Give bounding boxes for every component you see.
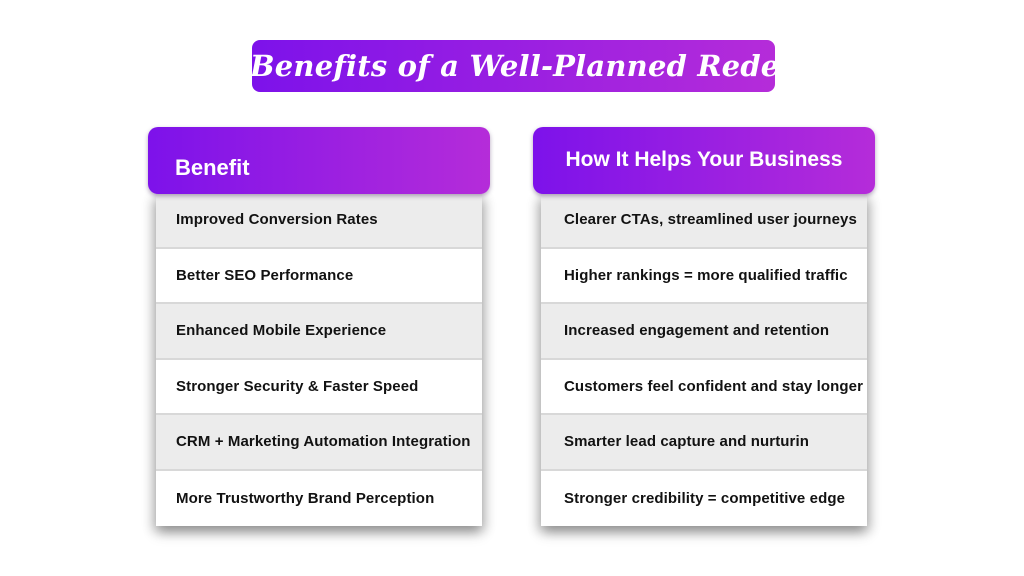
- row-label: Stronger Security & Faster Speed: [176, 377, 419, 395]
- title-banner: The Benefits of a Well-Planned Redesign: [178, 40, 849, 92]
- table-row: Customers feel confident and stay longer: [541, 359, 867, 415]
- table-row: More Trustworthy Brand Perception: [156, 470, 482, 526]
- table-row: Enhanced Mobile Experience: [156, 304, 482, 360]
- business-help-table: How It Helps Your Business Clearer CTAs,…: [533, 127, 875, 526]
- row-label: CRM + Marketing Automation Integration: [176, 433, 471, 451]
- row-label: More Trustworthy Brand Perception: [176, 489, 435, 507]
- row-label: Higher rankings = more qualified traffic: [564, 266, 848, 284]
- business-help-table-body: Clearer CTAs, streamlined user journeys …: [541, 193, 867, 526]
- benefit-table-body: Improved Conversion Rates Better SEO Per…: [156, 193, 482, 526]
- table-row: Smarter lead capture and nurturin: [541, 415, 867, 471]
- row-label: Improved Conversion Rates: [176, 211, 378, 229]
- business-help-table-header: How It Helps Your Business: [533, 127, 875, 194]
- table-row: Higher rankings = more qualified traffic: [541, 248, 867, 304]
- table-row: Stronger credibility = competitive edge: [541, 470, 867, 526]
- row-label: Smarter lead capture and nurturin: [564, 433, 810, 451]
- row-label: Customers feel confident and stay longer: [564, 377, 864, 395]
- business-help-header-label: How It Helps Your Business: [565, 147, 843, 171]
- table-row: Clearer CTAs, streamlined user journeys: [541, 193, 867, 249]
- table-row: Stronger Security & Faster Speed: [156, 359, 482, 415]
- table-row: Improved Conversion Rates: [156, 193, 482, 249]
- page-title: The Benefits of a Well-Planned Redesign: [178, 49, 849, 83]
- table-row: CRM + Marketing Automation Integration: [156, 415, 482, 471]
- benefit-table: Benefit Improved Conversion Rates Better…: [148, 127, 490, 526]
- row-label: Better SEO Performance: [176, 266, 354, 284]
- benefit-table-header: Benefit: [148, 127, 490, 194]
- benefit-header-label: Benefit: [175, 155, 250, 180]
- row-label: Clearer CTAs, streamlined user journeys: [564, 211, 857, 229]
- row-label: Stronger credibility = competitive edge: [564, 489, 846, 507]
- table-row: Better SEO Performance: [156, 248, 482, 304]
- row-label: Increased engagement and retention: [564, 322, 830, 340]
- row-label: Enhanced Mobile Experience: [176, 322, 387, 340]
- table-row: Increased engagement and retention: [541, 304, 867, 360]
